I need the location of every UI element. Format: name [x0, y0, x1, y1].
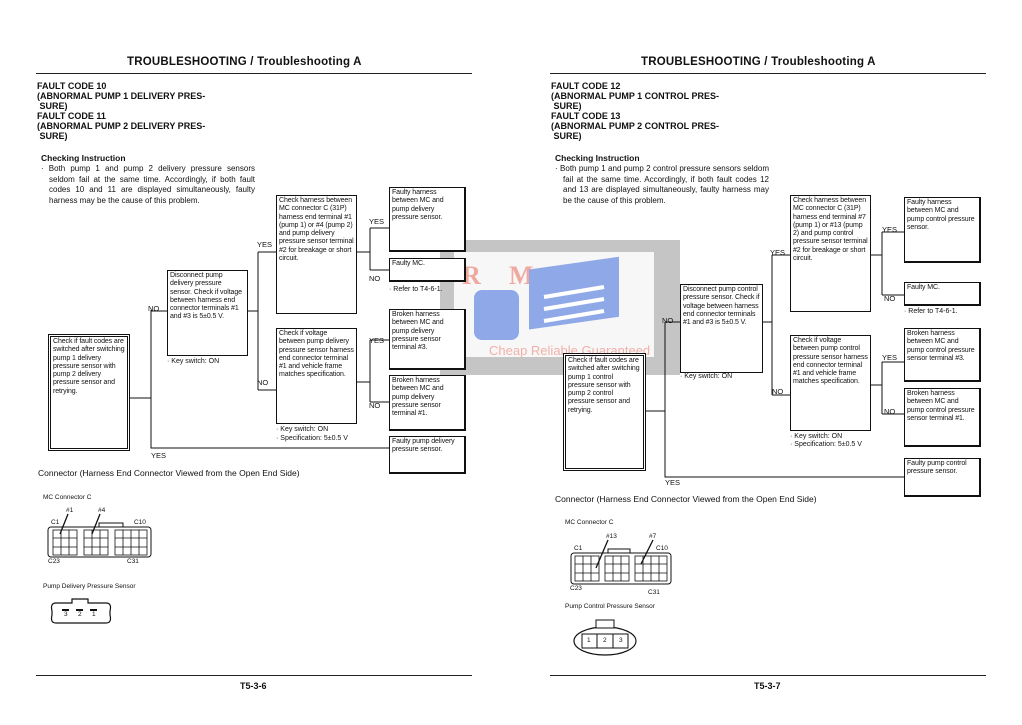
branch-label: NO	[884, 294, 896, 303]
header-rule	[36, 73, 472, 74]
pin-label: #7	[649, 533, 657, 540]
watermark: R M Cheap Reliable Guaranteed	[440, 240, 680, 375]
note: · Specification: 5±0.5 V	[790, 441, 862, 448]
branch-label: NO	[884, 407, 896, 416]
disconnect-check-box: Disconnect pump delivery pressure sensor…	[167, 270, 248, 356]
harness-check-box: Check harness between MC connector C (31…	[790, 195, 871, 312]
watermark-logo-icon: R M Cheap Reliable Guaranteed	[462, 256, 650, 358]
note: · Key switch: ON	[167, 358, 220, 365]
result-box: Faulty MC.	[389, 258, 466, 282]
sensor-pin: 2	[78, 611, 82, 618]
fault-code-title: FAULT CODE 10 (ABNORMAL PUMP 1 DELIVERY …	[37, 81, 206, 141]
connector-heading: Connector (Harness End Connector Viewed …	[38, 468, 300, 478]
harness-check-box: Check harness between MC connector C (31…	[276, 195, 357, 314]
branch-label: NO	[369, 274, 381, 283]
pin-label: C23	[48, 558, 60, 565]
connector-heading: Connector (Harness End Connector Viewed …	[555, 494, 817, 504]
result-box: Faulty MC.	[904, 282, 981, 306]
pin-label: #13	[606, 533, 617, 540]
mc-connector-icon	[570, 539, 672, 585]
branch-label: YES	[882, 353, 898, 362]
branch-label: YES	[665, 478, 681, 487]
page-header: TROUBLESHOOTING / Troubleshooting A	[641, 56, 876, 68]
sensor-pin: 3	[619, 637, 623, 644]
sensor-pin: 2	[603, 637, 607, 644]
pin-label: C31	[648, 589, 660, 596]
pin-label: C10	[134, 519, 146, 526]
sensor-pin: 3	[64, 611, 68, 618]
disconnect-check-box: Disconnect pump control pressure sensor.…	[680, 284, 763, 373]
branch-label: YES	[151, 451, 167, 460]
sensor-pin: 1	[587, 637, 591, 644]
sensor-pin: 1	[92, 611, 96, 618]
voltage-check-box: Check if voltage between pump delivery p…	[276, 328, 357, 424]
checking-instruction-title: Checking Instruction	[41, 153, 126, 163]
start-check-box: Check if fault codes are switched after …	[563, 353, 646, 471]
result-box: Broken harness between MC and pump contr…	[904, 388, 981, 447]
svg-text:R: R	[462, 261, 481, 290]
note: · Key switch: ON	[790, 433, 843, 440]
mc-connector-label: MC Connector C	[43, 494, 92, 501]
branch-label: YES	[257, 240, 273, 249]
pin-label: #4	[98, 507, 106, 514]
checking-instruction-text: · Both pump 1 and pump 2 delivery pressu…	[41, 164, 255, 205]
branch-label: YES	[770, 248, 786, 257]
checking-instruction-title: Checking Instruction	[555, 153, 640, 163]
page-header: TROUBLESHOOTING / Troubleshooting A	[127, 56, 362, 68]
note: · Specification: 5±0.5 V	[276, 435, 348, 442]
note: · Key switch: ON	[680, 373, 733, 380]
branch-label: NO	[772, 387, 784, 396]
pin-label: C23	[570, 585, 582, 592]
pin-label: C1	[574, 545, 583, 552]
branch-label: NO	[148, 304, 160, 313]
result-box: Faulty pump control pressure sensor.	[904, 458, 981, 497]
branch-label: YES	[369, 336, 385, 345]
note: · Refer to T4-6-1.	[904, 308, 958, 315]
page-number: T5-3-7	[754, 681, 781, 691]
sensor-label: Pump Delivery Pressure Sensor	[43, 583, 136, 590]
sensor-label: Pump Control Pressure Sensor	[565, 603, 655, 610]
mc-connector-icon	[47, 513, 152, 558]
control-pressure-sensor-icon	[573, 619, 637, 656]
note: · Refer to T4-6-1.	[389, 286, 443, 293]
mc-connector-label: MC Connector C	[565, 519, 614, 526]
note: · Key switch: ON	[276, 426, 329, 433]
result-box: Faulty pump delivery pressure sensor.	[389, 436, 466, 474]
pin-label: #1	[66, 507, 74, 514]
footer-rule	[36, 675, 472, 676]
result-box: Broken harness between MC and pump deliv…	[389, 309, 466, 370]
page-number: T5-3-6	[240, 681, 267, 691]
branch-label: NO	[257, 378, 269, 387]
fault-code-title: FAULT CODE 12 (ABNORMAL PUMP 1 CONTROL P…	[551, 81, 720, 141]
branch-label: NO	[369, 401, 381, 410]
result-box: Faulty harness between MC and pump deliv…	[389, 187, 466, 252]
branch-label: YES	[369, 217, 385, 226]
pin-label: C10	[656, 545, 668, 552]
checking-instruction-text: · Both pump 1 and pump 2 control pressur…	[555, 164, 769, 205]
result-box: Broken harness between MC and pump contr…	[904, 328, 981, 382]
result-box: Faulty harness between MC and pump contr…	[904, 197, 981, 263]
header-rule	[550, 73, 986, 74]
pin-label: C1	[51, 519, 60, 526]
delivery-pressure-sensor-icon	[50, 598, 112, 624]
branch-label: YES	[882, 225, 898, 234]
branch-label: NO	[662, 316, 674, 325]
start-check-box: Check if fault codes are switched after …	[48, 334, 130, 451]
voltage-check-box: Check if voltage between pump control pr…	[790, 335, 871, 431]
result-box: Broken harness between MC and pump deliv…	[389, 375, 466, 431]
footer-rule	[550, 675, 986, 676]
pin-label: C31	[127, 558, 139, 565]
